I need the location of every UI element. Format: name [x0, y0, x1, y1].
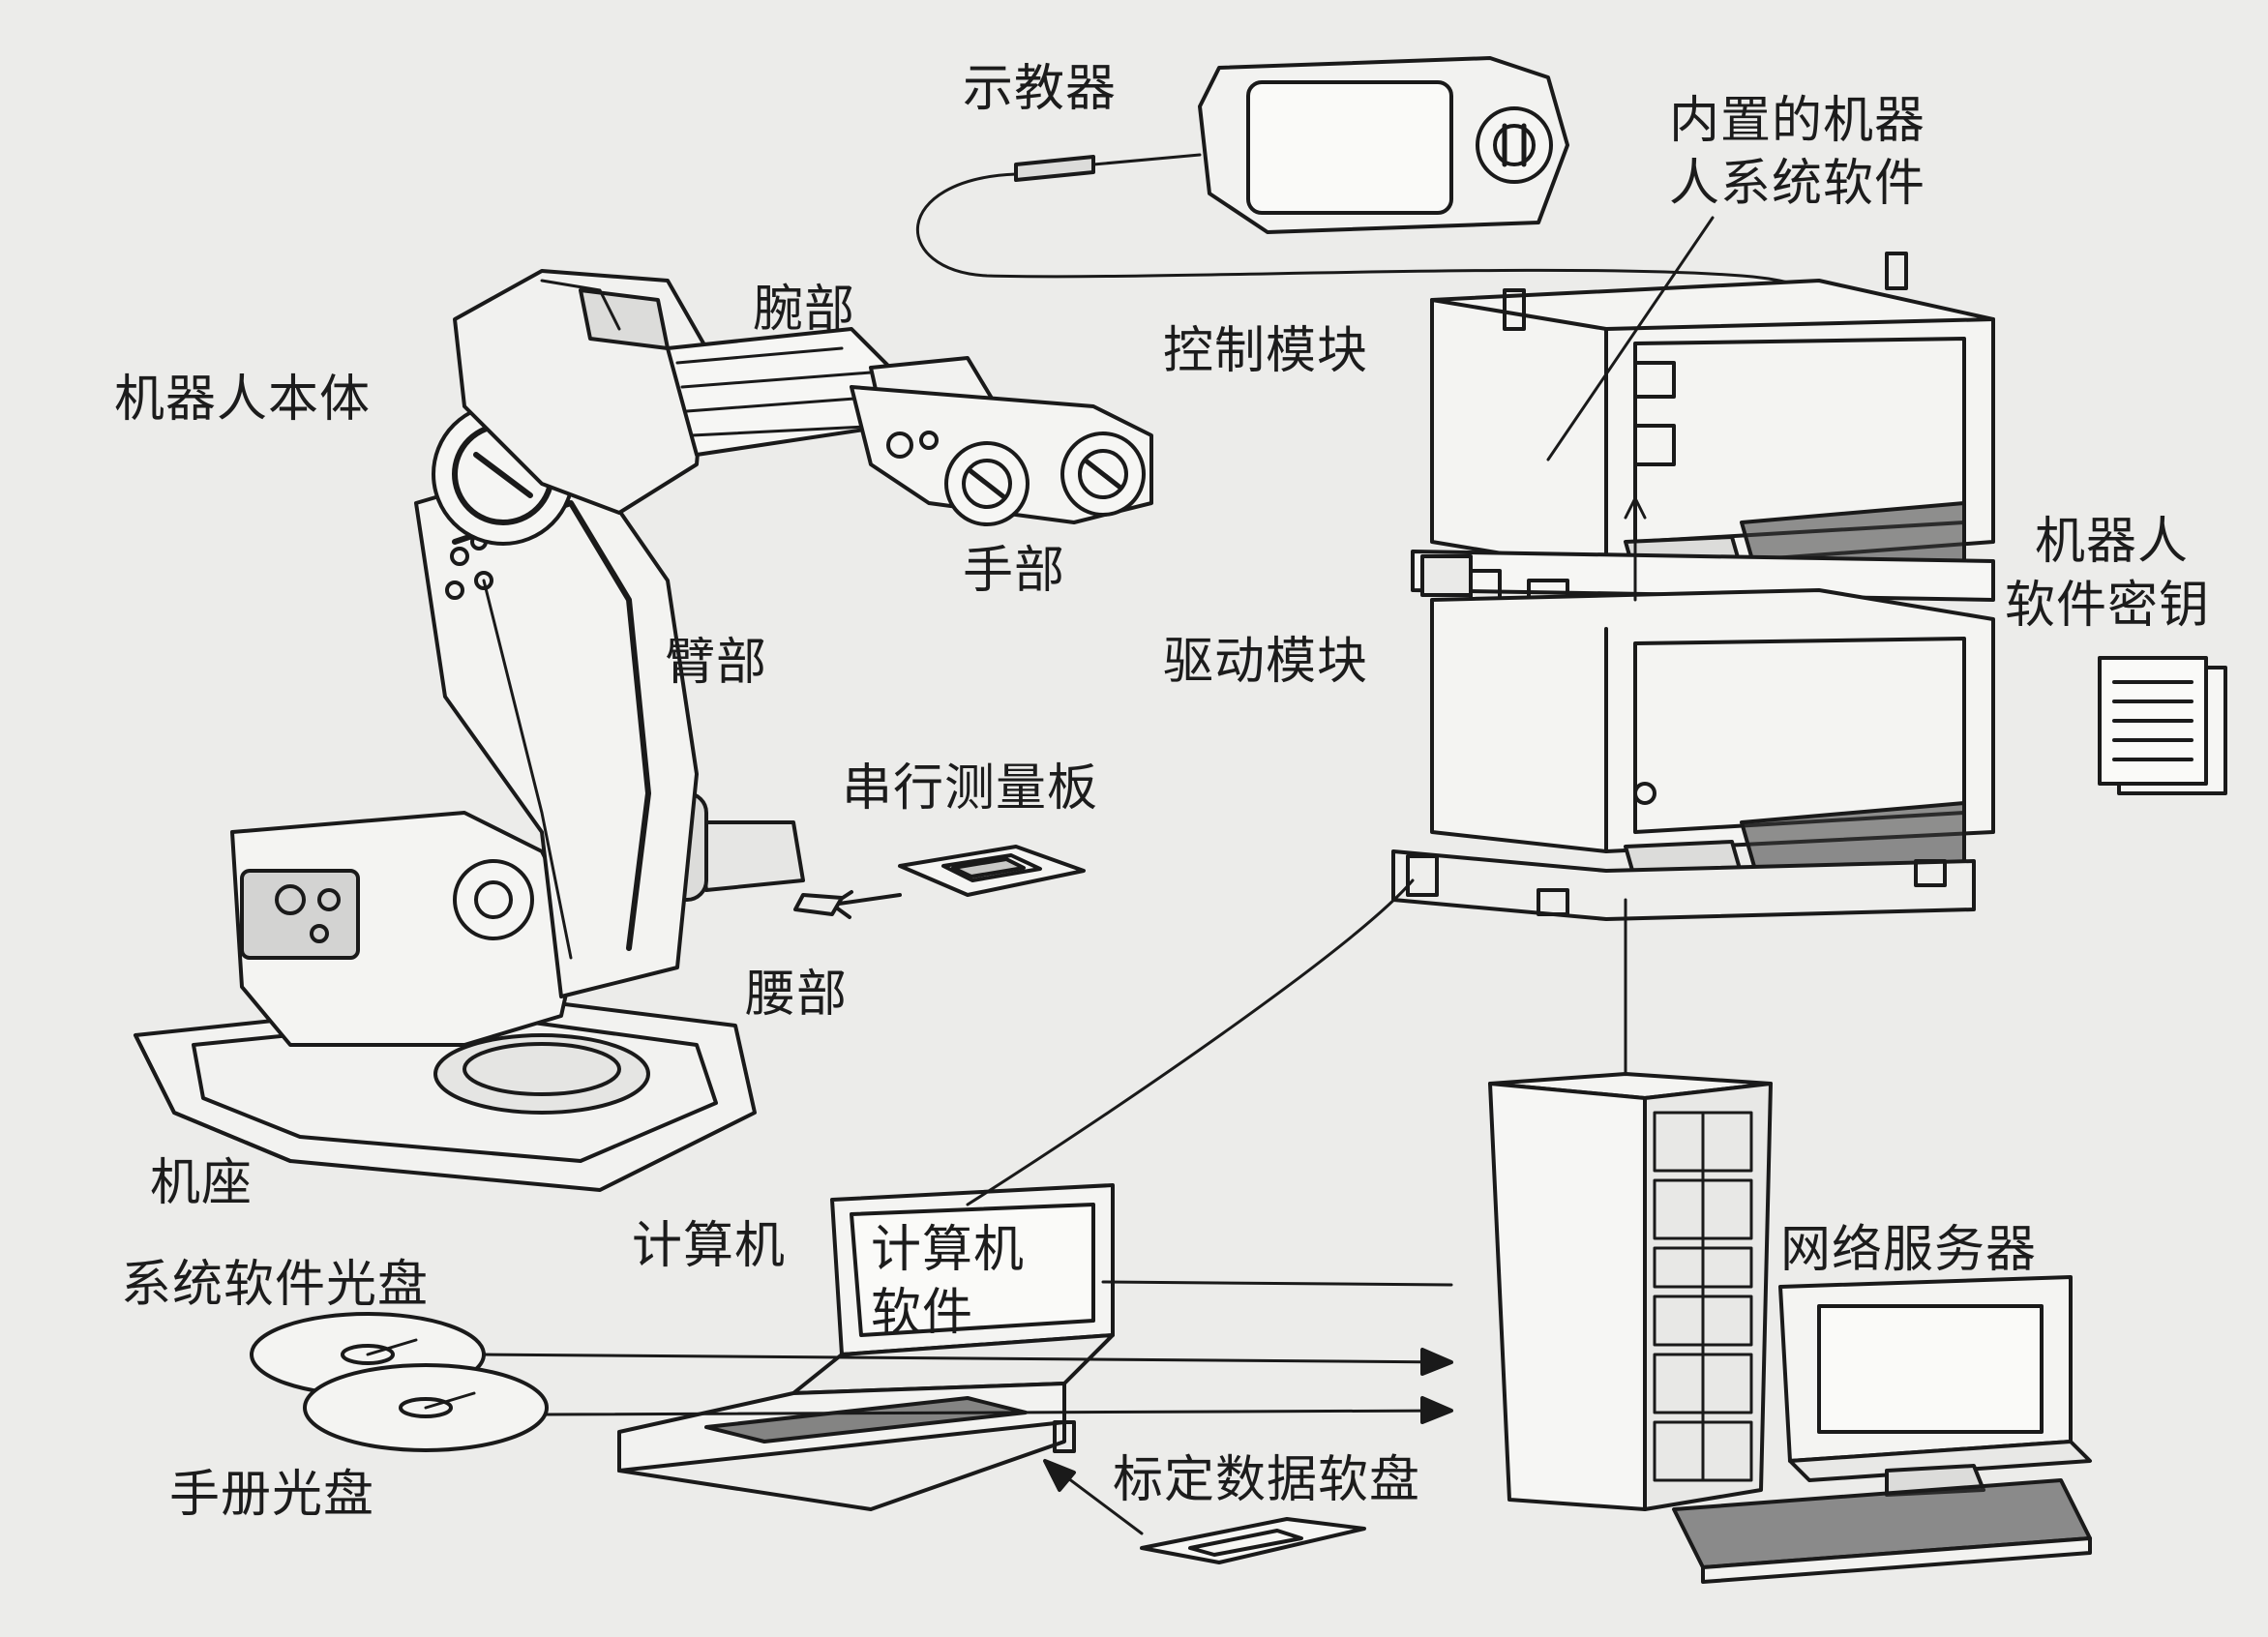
laptop-icon [617, 1183, 1115, 1511]
robot-key-label-line1: 机器人 [2035, 513, 2190, 571]
measurement-board-icon [898, 845, 1086, 897]
base-label: 机座 [150, 1154, 254, 1212]
calibration-floppy-label: 标定数据软盘 [1113, 1451, 1421, 1509]
serial-board-label: 串行测量板 [842, 759, 1099, 818]
robot-body-label: 机器人本体 [114, 371, 372, 429]
builtin-software-label-line1: 内置的机器 [1669, 92, 1926, 150]
robot-arm-icon [134, 269, 1153, 1192]
server-tower-icon [1488, 1072, 1773, 1511]
floppy-disk-icon [1140, 1517, 1366, 1564]
builtin-software-label-line2: 人系统软件 [1669, 155, 1926, 213]
controller-cabinet-icon [1391, 252, 1995, 921]
computer-label: 计算机 [632, 1217, 787, 1275]
cd-disc-icon [250, 1312, 549, 1452]
hand-label: 手部 [963, 542, 1066, 600]
teach-pendant-label: 示教器 [963, 60, 1118, 118]
computer-software-label-line1: 计算机 [871, 1221, 1026, 1279]
computer-software-label-line2: 软件 [871, 1284, 974, 1342]
waist-label: 腰部 [745, 966, 849, 1024]
drive-module-label: 驱动模块 [1163, 633, 1369, 691]
control-module-label: 控制模块 [1163, 322, 1369, 380]
system-cd-label: 系统软件光盘 [121, 1256, 430, 1314]
robot-key-label-line2: 软件密钥 [2005, 577, 2211, 635]
wrist-label: 腕部 [753, 281, 856, 339]
network-server-label: 网络服务器 [1780, 1221, 2038, 1279]
monitor-icon [1778, 1275, 2092, 1497]
keyboard-icon [1672, 1478, 2092, 1584]
manual-cd-label: 手册光盘 [169, 1466, 375, 1524]
arm-label: 臂部 [665, 634, 768, 692]
key-document-icon [2098, 656, 2227, 795]
teach-pendant-icon [1014, 56, 1569, 234]
